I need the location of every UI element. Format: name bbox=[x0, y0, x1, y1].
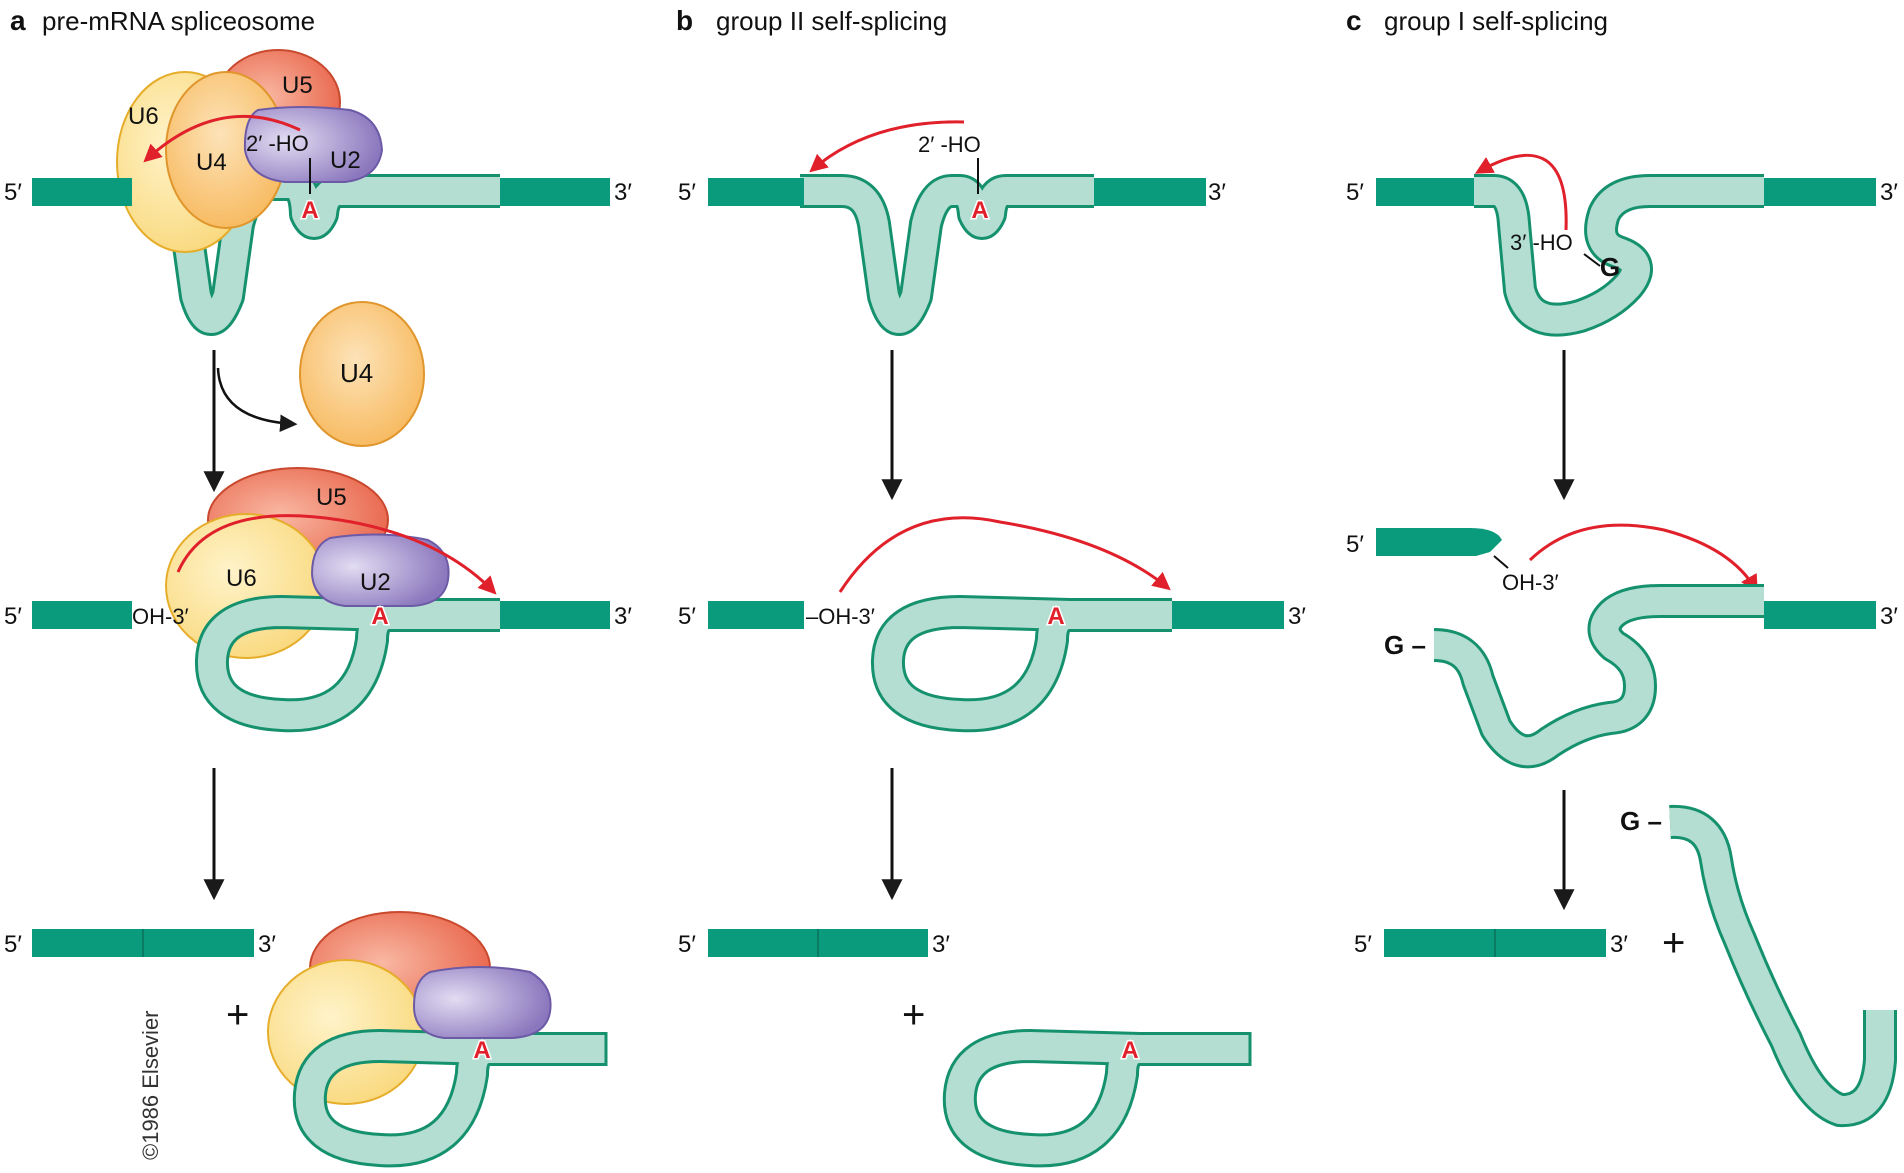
exon-3prime bbox=[1764, 601, 1876, 629]
panel-a-title: a pre-mRNA spliceosome bbox=[10, 5, 315, 36]
guanosine: G bbox=[1600, 252, 1620, 282]
five-prime-label: 5′ bbox=[678, 603, 696, 630]
five-prime-label: 5′ bbox=[1354, 931, 1372, 958]
copyright-notice: ©1986 Elsevier bbox=[138, 1010, 163, 1160]
two-ho-label: 2′ -HO bbox=[246, 131, 309, 156]
u5-label: U5 bbox=[316, 484, 347, 511]
u6-label: U6 bbox=[226, 565, 257, 592]
reaction-arrow bbox=[1474, 154, 1568, 231]
oh3-label: OH-3′ bbox=[1502, 570, 1559, 595]
panel-a-step2: U5 U6 U2 5′ 3′ OH-3′ A bbox=[4, 467, 632, 733]
u2-snrnp bbox=[243, 106, 384, 183]
branch-adenine: A bbox=[473, 1037, 490, 1064]
panel-b-title: b group II self-splicing bbox=[676, 5, 947, 36]
panel-b-step2: 5′ 3′ –OH-3′ A bbox=[678, 516, 1306, 733]
exon-3prime bbox=[500, 601, 610, 629]
two-ho-label: 2′ -HO bbox=[918, 132, 981, 157]
five-prime-label: 5′ bbox=[4, 603, 22, 630]
reaction-arrow bbox=[838, 516, 1171, 593]
panel-b-step1: 5′ 3′ 2′ -HO A bbox=[678, 120, 1226, 336]
exon-5prime bbox=[1376, 178, 1474, 206]
reaction-arrow bbox=[143, 114, 301, 163]
five-prime-label: 5′ bbox=[1346, 179, 1364, 206]
three-prime-label: 3′ bbox=[614, 179, 632, 206]
three-prime-label: 3′ bbox=[614, 603, 632, 630]
three-prime-label: 3′ bbox=[1880, 603, 1898, 630]
u4-label: U4 bbox=[340, 358, 373, 388]
u2-label: U2 bbox=[360, 569, 391, 596]
panel-a-step1: U6 U5 U4 U2 5′ 3′ 2′ -HO A bbox=[4, 49, 632, 336]
three-ho-label: 3′ -HO bbox=[1510, 230, 1573, 255]
reaction-arrow bbox=[176, 514, 497, 595]
panel-title: pre-mRNA spliceosome bbox=[42, 6, 315, 36]
u4-snrnp-released bbox=[299, 301, 425, 447]
oh3-label: –OH-3′ bbox=[806, 604, 875, 629]
u4-label: U4 bbox=[196, 149, 227, 176]
u2-snrnp bbox=[412, 966, 552, 1039]
u2-label: U2 bbox=[330, 147, 361, 174]
five-prime-label: 5′ bbox=[4, 179, 22, 206]
branch-adenine: A bbox=[971, 197, 988, 224]
exon-5prime bbox=[32, 601, 132, 629]
panel-c-title: c group I self-splicing bbox=[1346, 5, 1608, 36]
reaction-arrow bbox=[1528, 523, 1758, 594]
panel-a-u4-release: U4 bbox=[203, 301, 425, 493]
exon-3prime bbox=[1094, 178, 1206, 206]
guanosine: G – bbox=[1384, 630, 1426, 660]
branch-adenine: A bbox=[301, 197, 318, 224]
guanosine: G – bbox=[1620, 806, 1662, 836]
three-prime-label: 3′ bbox=[1610, 931, 1628, 958]
panel-b-step3: 5′ 3′ + A bbox=[678, 929, 1252, 1168]
five-prime-label: 5′ bbox=[4, 931, 22, 958]
three-prime-label: 3′ bbox=[1208, 179, 1226, 206]
plus-sign: + bbox=[226, 993, 249, 1037]
panel-letter: a bbox=[10, 5, 26, 36]
u5-label: U5 bbox=[282, 72, 313, 99]
panel-title: group II self-splicing bbox=[716, 6, 947, 36]
branch-adenine: A bbox=[1047, 603, 1064, 630]
oh3-label: OH-3′ bbox=[132, 604, 189, 629]
excised-intron bbox=[1669, 804, 1897, 1127]
u6-label: U6 bbox=[128, 103, 159, 130]
branch-adenine: A bbox=[371, 603, 388, 630]
panel-c-step2: 5′ OH-3′ 3′ G – bbox=[1346, 523, 1898, 769]
exon-3prime bbox=[500, 178, 610, 206]
three-prime-label: 3′ bbox=[1288, 603, 1306, 630]
panel-letter: c bbox=[1346, 5, 1362, 36]
branch-adenine: A bbox=[1121, 1037, 1138, 1064]
exon-5prime bbox=[708, 601, 804, 629]
intron-strand bbox=[800, 174, 1094, 336]
five-prime-label: 5′ bbox=[678, 931, 696, 958]
reaction-arrow bbox=[809, 120, 965, 173]
plus-sign: + bbox=[902, 993, 925, 1037]
panel-letter: b bbox=[676, 5, 693, 36]
panel-a-step3: 5′ 3′ + A bbox=[4, 911, 608, 1168]
exon-5prime bbox=[32, 178, 132, 206]
plus-sign: + bbox=[1662, 921, 1685, 965]
three-prime-label: 3′ bbox=[258, 931, 276, 958]
three-prime-label: 3′ bbox=[1880, 179, 1898, 206]
five-prime-label: 5′ bbox=[678, 179, 696, 206]
five-prime-label: 5′ bbox=[1346, 531, 1364, 558]
panel-c-step3: 5′ 3′ + G – bbox=[1354, 804, 1897, 1127]
exon-3prime bbox=[1764, 178, 1876, 206]
exon-5prime bbox=[708, 178, 804, 206]
panel-title: group I self-splicing bbox=[1384, 6, 1608, 36]
panel-c-step1: 5′ 3′ 3′ -HO G bbox=[1346, 154, 1898, 337]
exon-3prime bbox=[1172, 601, 1284, 629]
cleaved-5prime-exon bbox=[1376, 528, 1502, 556]
three-prime-label: 3′ bbox=[932, 931, 950, 958]
